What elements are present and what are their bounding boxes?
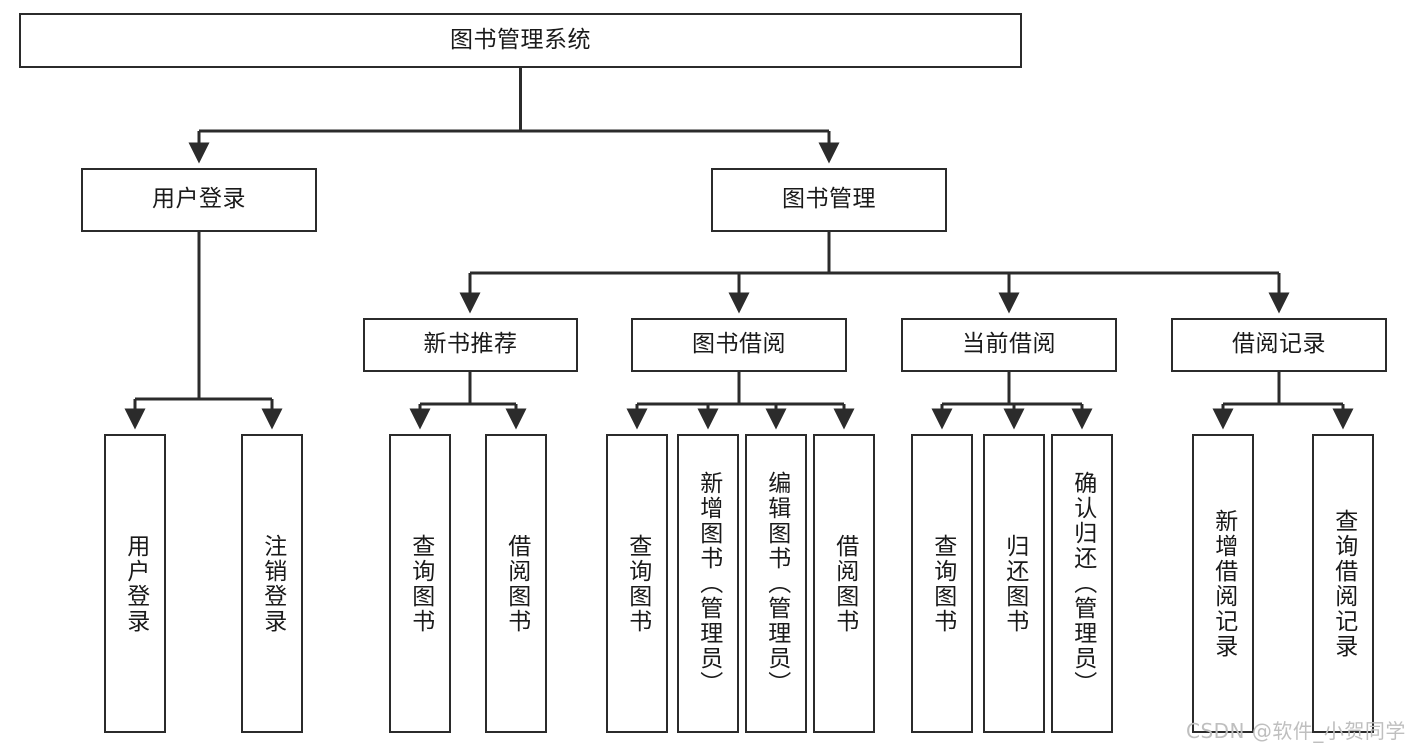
node-leaf-confirm-return[interactable]: 确认归还（管理员）	[1051, 434, 1113, 733]
node-leaf-return-book-label: 归还图书	[1001, 533, 1028, 634]
node-leaf-query-book-2-label: 查询图书	[624, 533, 651, 634]
node-book-manage[interactable]: 图书管理	[711, 168, 947, 232]
node-leaf-logout-label: 注销登录	[259, 533, 286, 634]
watermark-text: CSDN @软件_小贺同学	[1186, 719, 1405, 743]
node-leaf-query-book-3-label: 查询图书	[929, 533, 956, 634]
node-leaf-return-book[interactable]: 归还图书	[983, 434, 1045, 733]
node-leaf-edit-book-label: 编辑图书（管理员）	[763, 471, 790, 696]
node-new-book-recommend-label: 新书推荐	[423, 331, 518, 358]
node-book-borrow[interactable]: 图书借阅	[631, 318, 847, 372]
node-current-borrow[interactable]: 当前借阅	[901, 318, 1117, 372]
node-leaf-query-book-2[interactable]: 查询图书	[606, 434, 668, 733]
node-book-borrow-label: 图书借阅	[692, 331, 786, 358]
node-leaf-borrow-book-1[interactable]: 借阅图书	[485, 434, 547, 733]
node-leaf-edit-book[interactable]: 编辑图书（管理员）	[745, 434, 807, 733]
node-root[interactable]: 图书管理系统	[19, 13, 1022, 68]
node-leaf-add-record[interactable]: 新增借阅记录	[1192, 434, 1254, 733]
node-leaf-logout[interactable]: 注销登录	[241, 434, 303, 733]
node-new-book-recommend[interactable]: 新书推荐	[363, 318, 578, 372]
node-leaf-query-record[interactable]: 查询借阅记录	[1312, 434, 1374, 733]
node-borrow-record[interactable]: 借阅记录	[1171, 318, 1387, 372]
node-leaf-query-book-3[interactable]: 查询图书	[911, 434, 973, 733]
node-leaf-query-book-1[interactable]: 查询图书	[389, 434, 451, 733]
node-leaf-user-login-label: 用户登录	[122, 533, 149, 634]
node-user-login[interactable]: 用户登录	[81, 168, 317, 232]
node-borrow-record-label: 借阅记录	[1232, 331, 1326, 358]
node-leaf-query-book-1-label: 查询图书	[407, 533, 434, 634]
node-leaf-add-book[interactable]: 新增图书（管理员）	[677, 434, 739, 733]
node-leaf-add-book-label: 新增图书（管理员）	[695, 471, 722, 696]
node-leaf-add-record-label: 新增借阅记录	[1210, 508, 1237, 659]
node-root-label: 图书管理系统	[450, 26, 591, 53]
node-leaf-query-record-label: 查询借阅记录	[1330, 508, 1357, 659]
node-leaf-confirm-return-label: 确认归还（管理员）	[1069, 471, 1096, 696]
node-leaf-borrow-book-2-label: 借阅图书	[831, 533, 858, 634]
node-leaf-user-login[interactable]: 用户登录	[104, 434, 166, 733]
node-current-borrow-label: 当前借阅	[962, 331, 1056, 358]
node-leaf-borrow-book-1-label: 借阅图书	[503, 533, 530, 634]
node-leaf-borrow-book-2[interactable]: 借阅图书	[813, 434, 875, 733]
node-book-manage-label: 图书管理	[782, 186, 876, 213]
node-user-login-label: 用户登录	[152, 186, 246, 213]
